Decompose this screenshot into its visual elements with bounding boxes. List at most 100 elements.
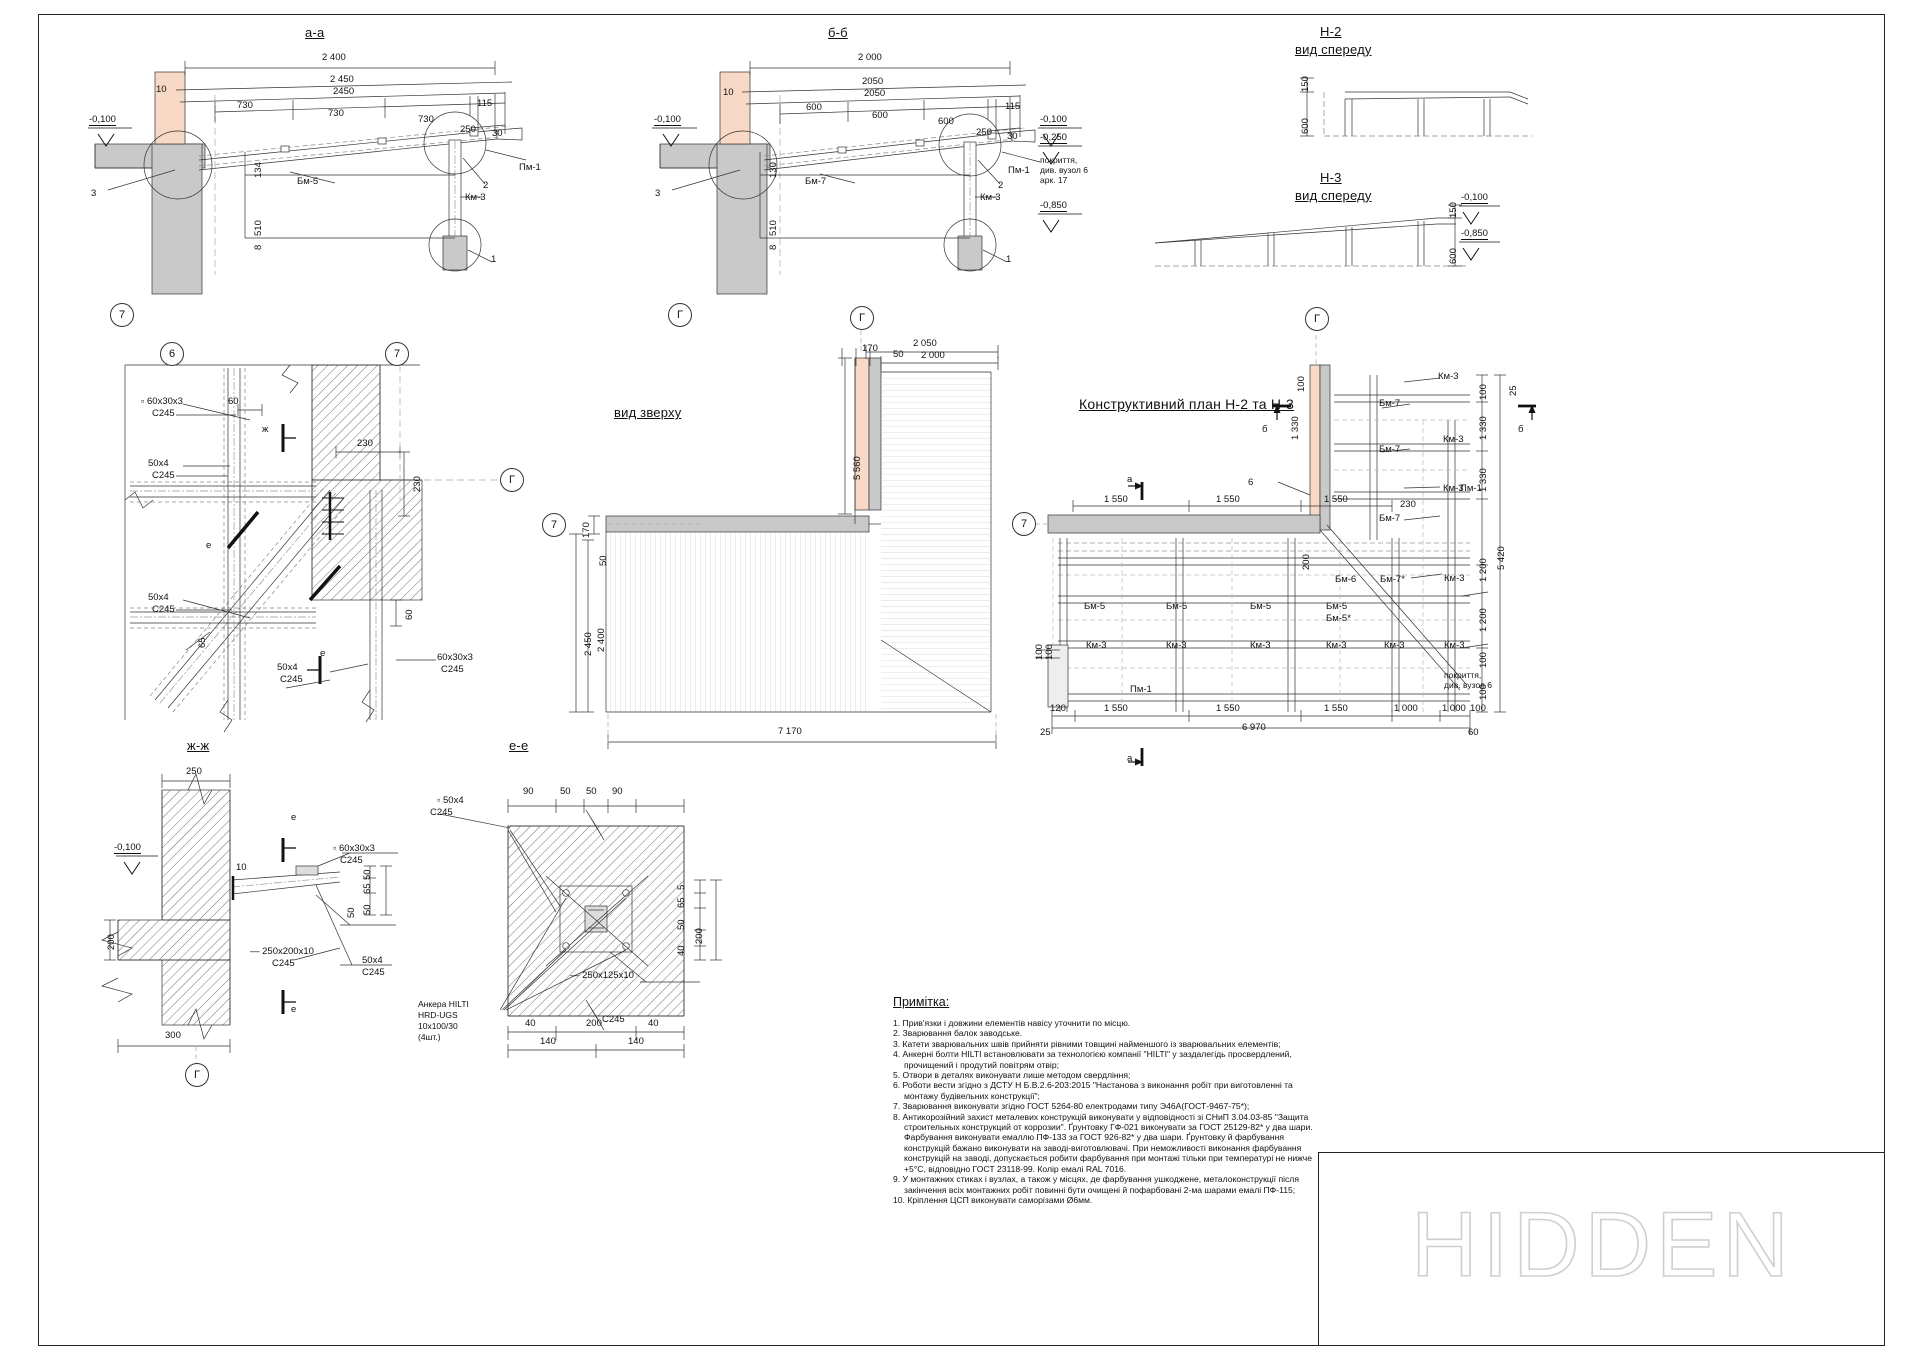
dim-plan-1550-3: 1 550 [1324, 494, 1348, 505]
plan-bm7-3: Бм-7 [1379, 513, 1401, 524]
dim-top-170v: 170 [581, 522, 592, 538]
plan-note-l1: покриття, [1444, 670, 1482, 680]
zh-profile-1-steel: С245 [340, 855, 363, 866]
bubble-node-g[interactable]: Г [500, 468, 524, 492]
zh-profile-2-steel: С245 [362, 967, 385, 978]
bubble-bb-g[interactable]: Г [668, 303, 692, 327]
dim-plan-25-b: 25 [1040, 727, 1051, 738]
dim-plan-b-1550-2: 1 550 [1216, 703, 1240, 714]
note-item: 8. Антикорозійний захист металевих конст… [893, 1111, 1313, 1174]
ee-anchor-l3: 10x100/30 [418, 1021, 458, 1031]
dim-plan-5420: 5 420 [1496, 546, 1507, 570]
dim-plan-1000-1: 1 000 [1394, 703, 1418, 714]
h2-title: Н-2 [1320, 24, 1342, 39]
notes-title: Примітка: [893, 995, 950, 1009]
plan-title: Конструктивний план Н-2 та Н-3 [1079, 396, 1295, 412]
note-item: 5. Отвори в деталях виконувати лише мето… [893, 1070, 1131, 1081]
bubble-node-6[interactable]: 6 [160, 342, 184, 366]
zh-plate-steel: С245 [272, 958, 295, 969]
title-block [1318, 1152, 1885, 1346]
dim-bb-600-1: 600 [806, 102, 822, 113]
level-aa-right-0100: -0,100 [1040, 114, 1067, 126]
plan-pm1-2: Пм-1 [1130, 684, 1152, 695]
dim-ee-200v: 200 [694, 928, 705, 944]
h2-subtitle: вид спереду [1295, 42, 1372, 57]
bubble-plan-g[interactable]: Г [1305, 307, 1329, 331]
dim-top-7170: 7 170 [778, 726, 802, 737]
dim-zh-50c: 50 [346, 907, 357, 918]
plan-mark-b-right: б [1518, 424, 1524, 435]
dim-h2-150: 150 [1300, 76, 1311, 92]
section-ee-title: е-е [509, 738, 529, 753]
dim-top-2400: 2 400 [596, 628, 607, 652]
ee-plate-steel: С245 [602, 1014, 625, 1025]
plan-km3-9: Км-3 [1326, 640, 1347, 651]
dim-aa-510: 510 [253, 220, 264, 236]
profile-3-size: 50x4 [148, 592, 169, 603]
zh-mark-e-top: е [291, 812, 297, 823]
plan-bm5-3: Бм-5 [1250, 601, 1272, 612]
label-aa-2: 2 [483, 180, 489, 191]
sheet-border [38, 14, 1885, 1346]
bubble-top-g[interactable]: Г [850, 306, 874, 330]
dim-plan-6970: 6 970 [1242, 722, 1266, 733]
plan-km3-8: Км-3 [1250, 640, 1271, 651]
dim-h3-150: 150 [1448, 202, 1459, 218]
profile-1-steel: С245 [152, 408, 175, 419]
dim-bb-10: 10 [723, 87, 734, 98]
plan-note-l2: див. вузол 6 [1444, 680, 1492, 690]
dim-node-60-right: 60 [404, 609, 415, 620]
bubble-plan-7[interactable]: 7 [1012, 512, 1036, 536]
plan-bm5-4: Бм-5 [1326, 601, 1348, 612]
dim-aa-10: 10 [156, 84, 167, 95]
plan-mark-6: 6 [1248, 477, 1254, 488]
dim-aa-134: 134 [253, 162, 264, 178]
dim-bb-130: 130 [768, 162, 779, 178]
dim-ee-90-2: 90 [612, 786, 623, 797]
dim-plan-1330-2: 1 330 [1478, 416, 1489, 440]
dim-top-2450: 2 450 [583, 632, 594, 656]
bubble-node-7[interactable]: 7 [385, 342, 409, 366]
label-aa-km3: Км-3 [465, 192, 486, 203]
bubble-zh-g[interactable]: Г [185, 1063, 209, 1087]
dim-plan-60-b: 60 [1468, 727, 1479, 738]
bubble-aa-7[interactable]: 7 [110, 303, 134, 327]
plan-bm5-2: Бм-5 [1166, 601, 1188, 612]
dim-zh-300: 300 [165, 1030, 181, 1041]
zh-profile-2-size: 50x4 [362, 955, 383, 966]
dim-bb-30: 30 [1007, 131, 1018, 142]
label-aa-bm5: Бм-5 [297, 176, 319, 187]
dim-bb-600-2: 600 [872, 110, 888, 121]
ee-profile-steel: С245 [430, 807, 453, 818]
note-item: 1. Прив'язки і довжини елементів навісу … [893, 1018, 1131, 1028]
dim-ee-65-1: 65 [676, 897, 687, 908]
dim-plan-1200-2: 1 200 [1478, 608, 1489, 632]
bubble-top-7[interactable]: 7 [542, 513, 566, 537]
dim-plan-120: 120 [1050, 703, 1066, 714]
label-aa-3: 3 [91, 188, 97, 199]
label-bb-pm1: Пм-1 [1008, 165, 1030, 176]
dim-aa-250: 250 [460, 124, 476, 135]
dim-plan-100-top: 100 [1296, 376, 1307, 392]
dim-ee-50-2: 50 [586, 786, 597, 797]
mark-e-1: е [206, 540, 212, 551]
dim-bb-250: 250 [976, 127, 992, 138]
plan-pm1-1: Пм-1 [1460, 483, 1482, 494]
profile-5-size: 60x30x3 [437, 652, 473, 663]
ee-profile-size: ▫ 50x4 [437, 795, 464, 806]
plan-km3-10: Км-3 [1384, 640, 1405, 651]
level-zh-0100: -0,100 [114, 842, 141, 854]
label-aa-pm1: Пм-1 [519, 162, 541, 173]
dim-aa-30: 30 [492, 128, 503, 139]
dim-aa-730-2: 730 [328, 108, 344, 119]
note-aa-cover-l1: покриття, [1040, 155, 1078, 165]
dim-plan-230: 230 [1400, 499, 1416, 510]
dim-aa-8: 8 [253, 244, 264, 250]
zh-plate: — 250x200x10 [250, 946, 314, 957]
dim-ee-140-1: 140 [540, 1036, 556, 1047]
plan-km3-4: Км-3 [1444, 573, 1465, 584]
note-item: 3. Катети зварювальних швів прийняти рів… [893, 1038, 1281, 1049]
dim-plan-1550-2: 1 550 [1216, 494, 1240, 505]
dim-top-2000: 2 000 [921, 350, 945, 361]
